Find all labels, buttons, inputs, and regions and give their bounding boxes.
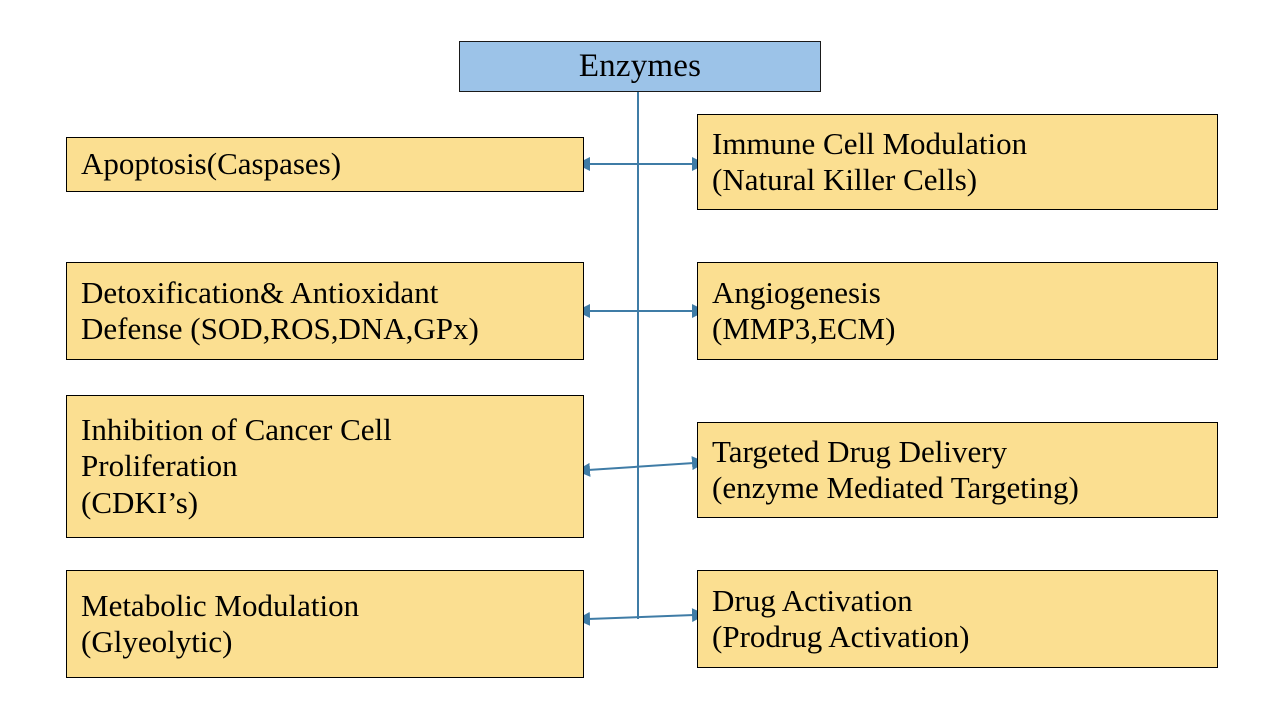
node-metabolic-modulation[interactable]: Metabolic Modulation (Glyeolytic) [66,570,584,678]
connector-arrow-4 [576,608,706,626]
node-inhibition-proliferation-line-3: (CDKI’s) [81,484,199,520]
node-angiogenesis-line-1: Angiogenesis [712,274,881,310]
node-immune-cell-modulation-line-2: (Natural Killer Cells) [712,162,978,197]
node-immune-cell-modulation[interactable]: Immune Cell Modulation (Natural Killer C… [697,114,1218,210]
node-targeted-drug-delivery[interactable]: Targeted Drug Delivery (enzyme Mediated … [697,422,1218,518]
node-inhibition-proliferation-line-1: Inhibition of Cancer Cell [81,412,392,448]
node-angiogenesis[interactable]: Angiogenesis (MMP3,ECM) [697,262,1218,360]
node-detoxification-line-1: Detoxification& Antioxidant [81,274,439,310]
node-metabolic-modulation-line-1: Metabolic Modulation [81,587,360,623]
node-immune-cell-modulation-line-1: Immune Cell Modulation [712,125,1028,161]
node-drug-activation[interactable]: Drug Activation (Prodrug Activation) [697,570,1218,668]
node-angiogenesis-line-2: (MMP3,ECM) [712,311,896,346]
node-targeted-drug-delivery-line-2: (enzyme Mediated Targeting) [712,470,1079,505]
node-enzymes-root[interactable]: Enzymes [459,41,821,92]
node-metabolic-modulation-line-2: (Glyeolytic) [81,624,233,659]
node-inhibition-proliferation-line-2: Proliferation [81,448,238,484]
node-inhibition-proliferation[interactable]: Inhibition of Cancer Cell Proliferation … [66,395,584,538]
node-drug-activation-line-1: Drug Activation [712,582,913,618]
node-detoxification-line-2: Defense (SOD,ROS,DNA,GPx) [81,311,479,346]
node-drug-activation-line-2: (Prodrug Activation) [712,619,970,654]
node-targeted-drug-delivery-line-1: Targeted Drug Delivery [712,433,1008,469]
node-enzymes-root-label: Enzymes [578,48,702,85]
connector-arrow-3 [576,456,706,477]
node-apoptosis[interactable]: Apoptosis(Caspases) [66,137,584,192]
node-detoxification[interactable]: Detoxification& Antioxidant Defense (SOD… [66,262,584,360]
node-apoptosis-line-1: Apoptosis(Caspases) [81,146,342,182]
